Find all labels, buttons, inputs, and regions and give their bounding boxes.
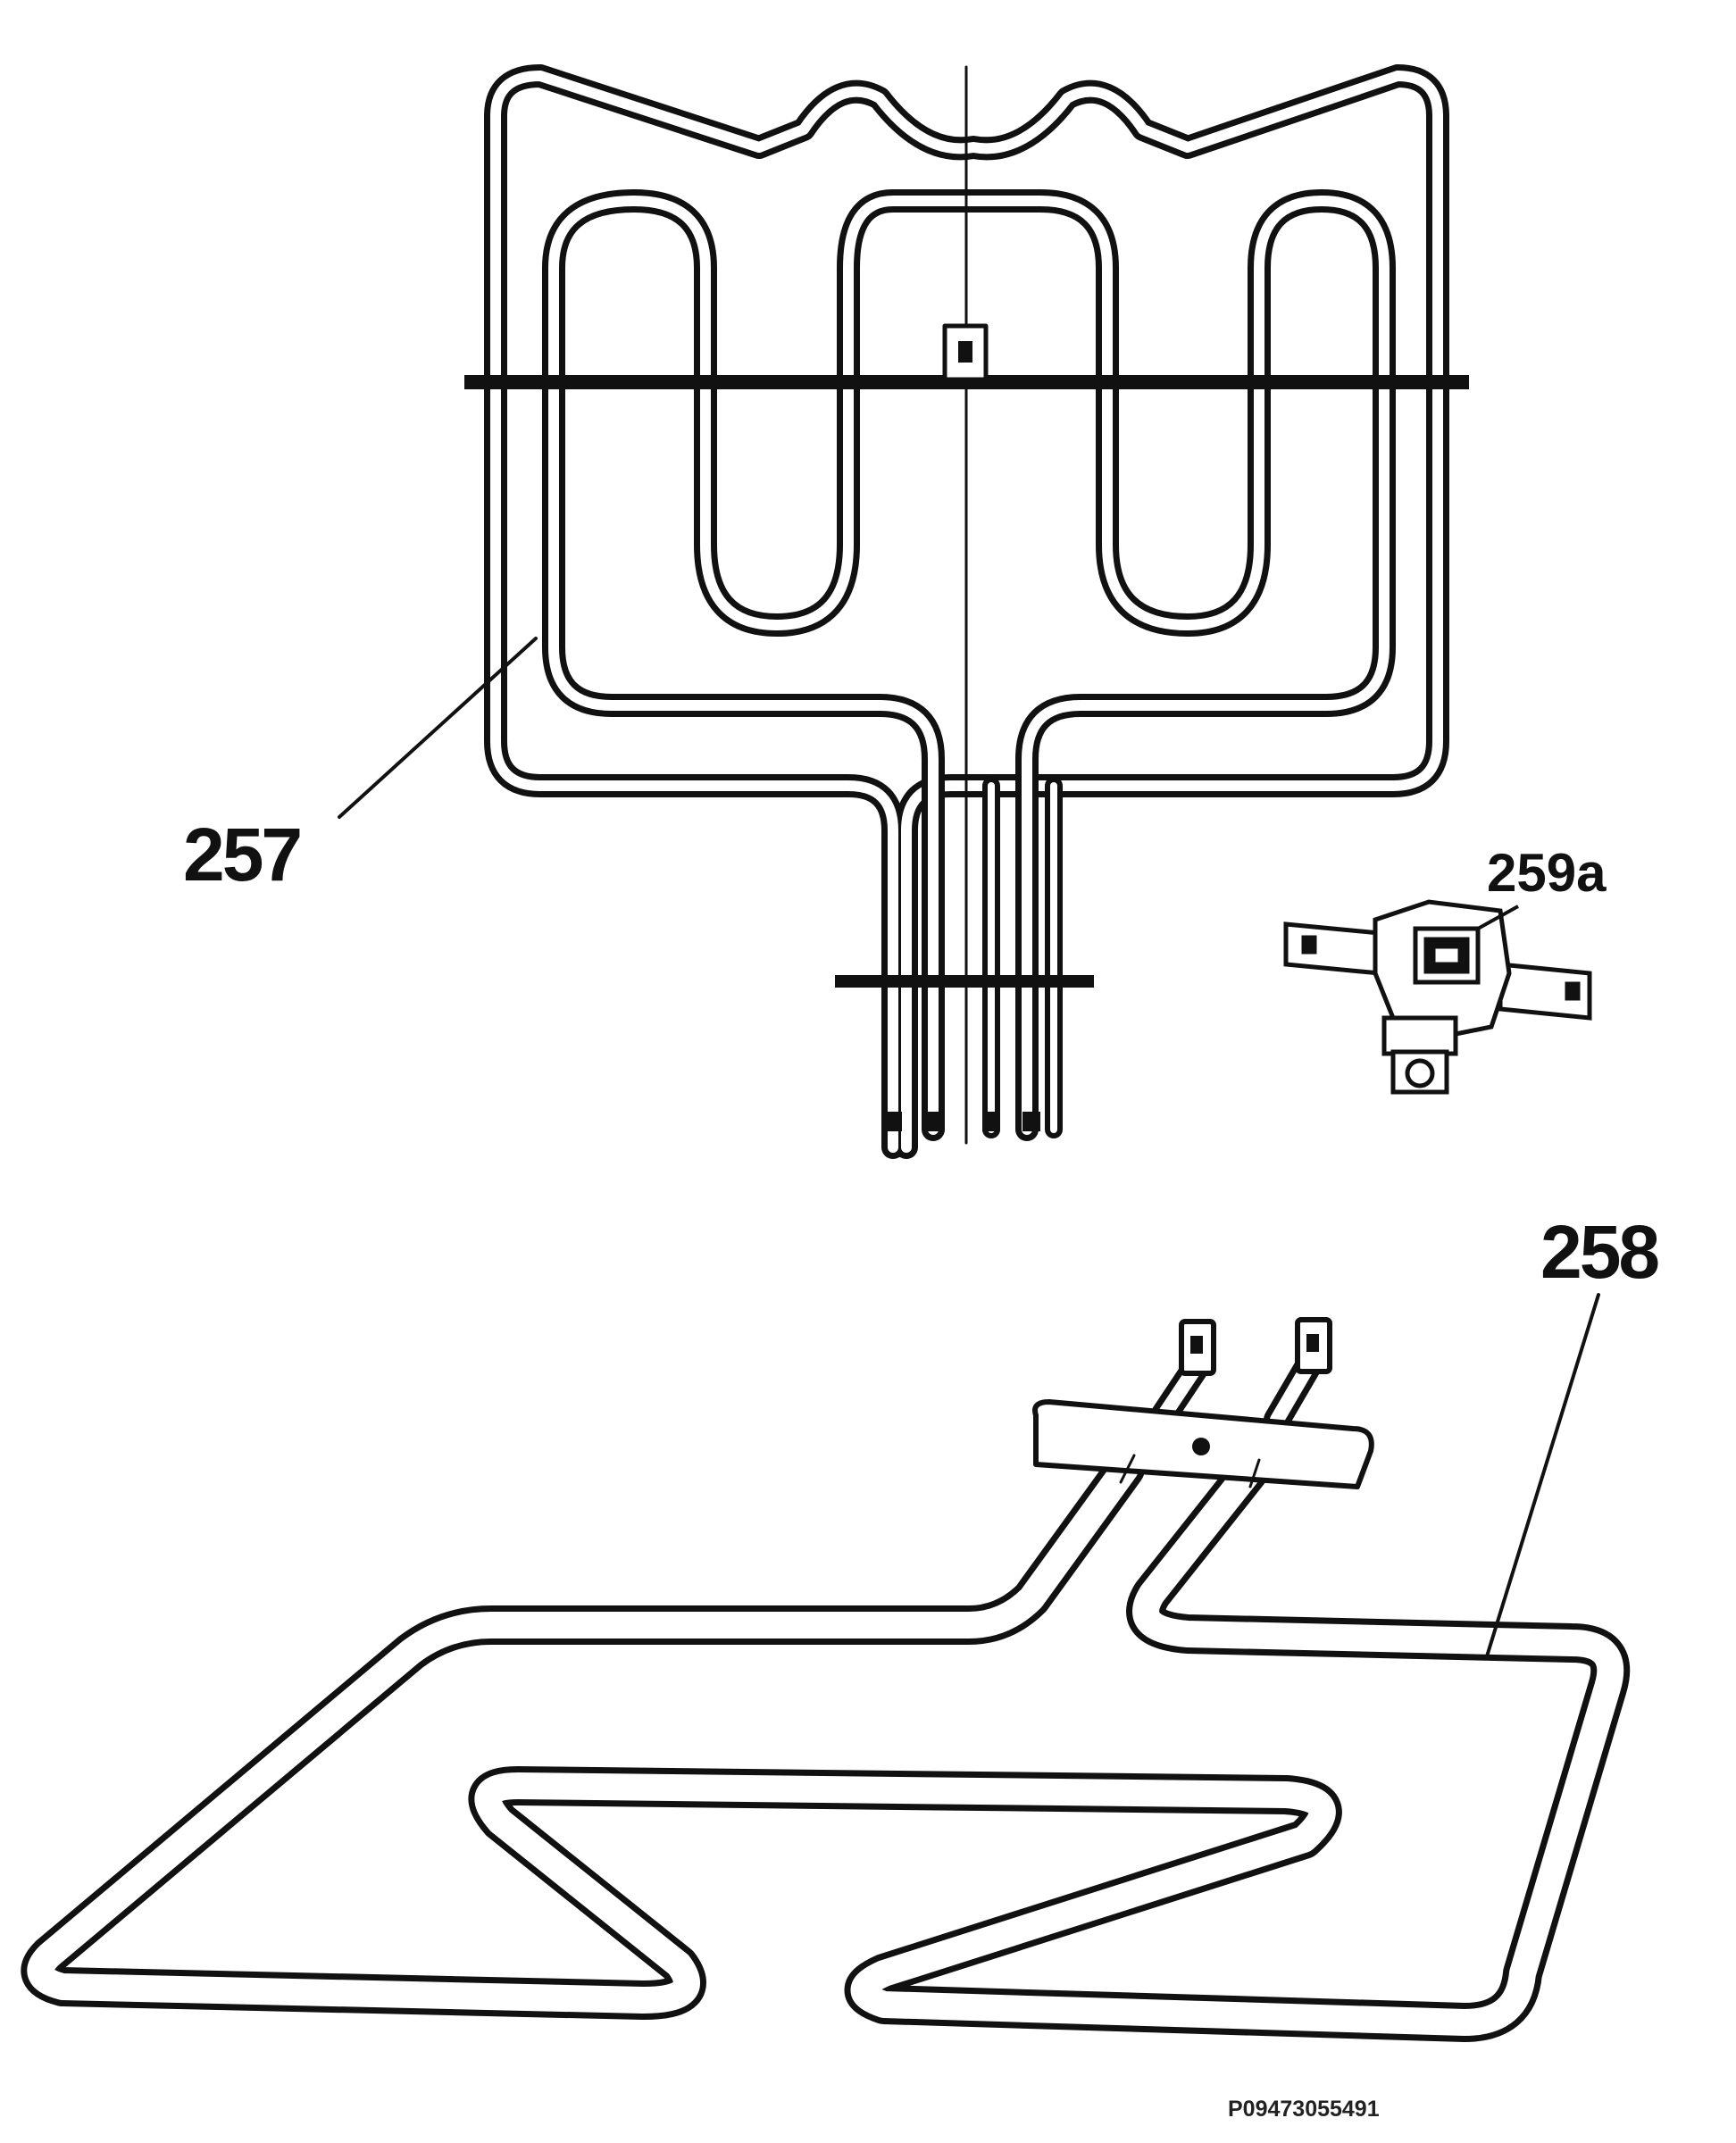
leader-line-257 [338,637,538,819]
callout-257: 257 [183,813,303,896]
callout-259a: 259a [1487,843,1607,903]
thermostat-259a [1283,899,1592,1095]
bottom-element-258 [21,1293,1631,2042]
grill-terminal-caps [884,1112,1040,1131]
leader-line-258 [1485,1293,1600,1658]
leader-line-259a [1477,905,1519,930]
bottom-element-tube [21,1445,1631,2042]
grill-element-257 [338,64,1469,1159]
grill-support-bar [464,375,1469,389]
drawing-reference-number: P09473055491 [1228,2097,1380,2122]
grill-mounting-bar [835,975,1094,988]
callout-258: 258 [1540,1210,1660,1294]
